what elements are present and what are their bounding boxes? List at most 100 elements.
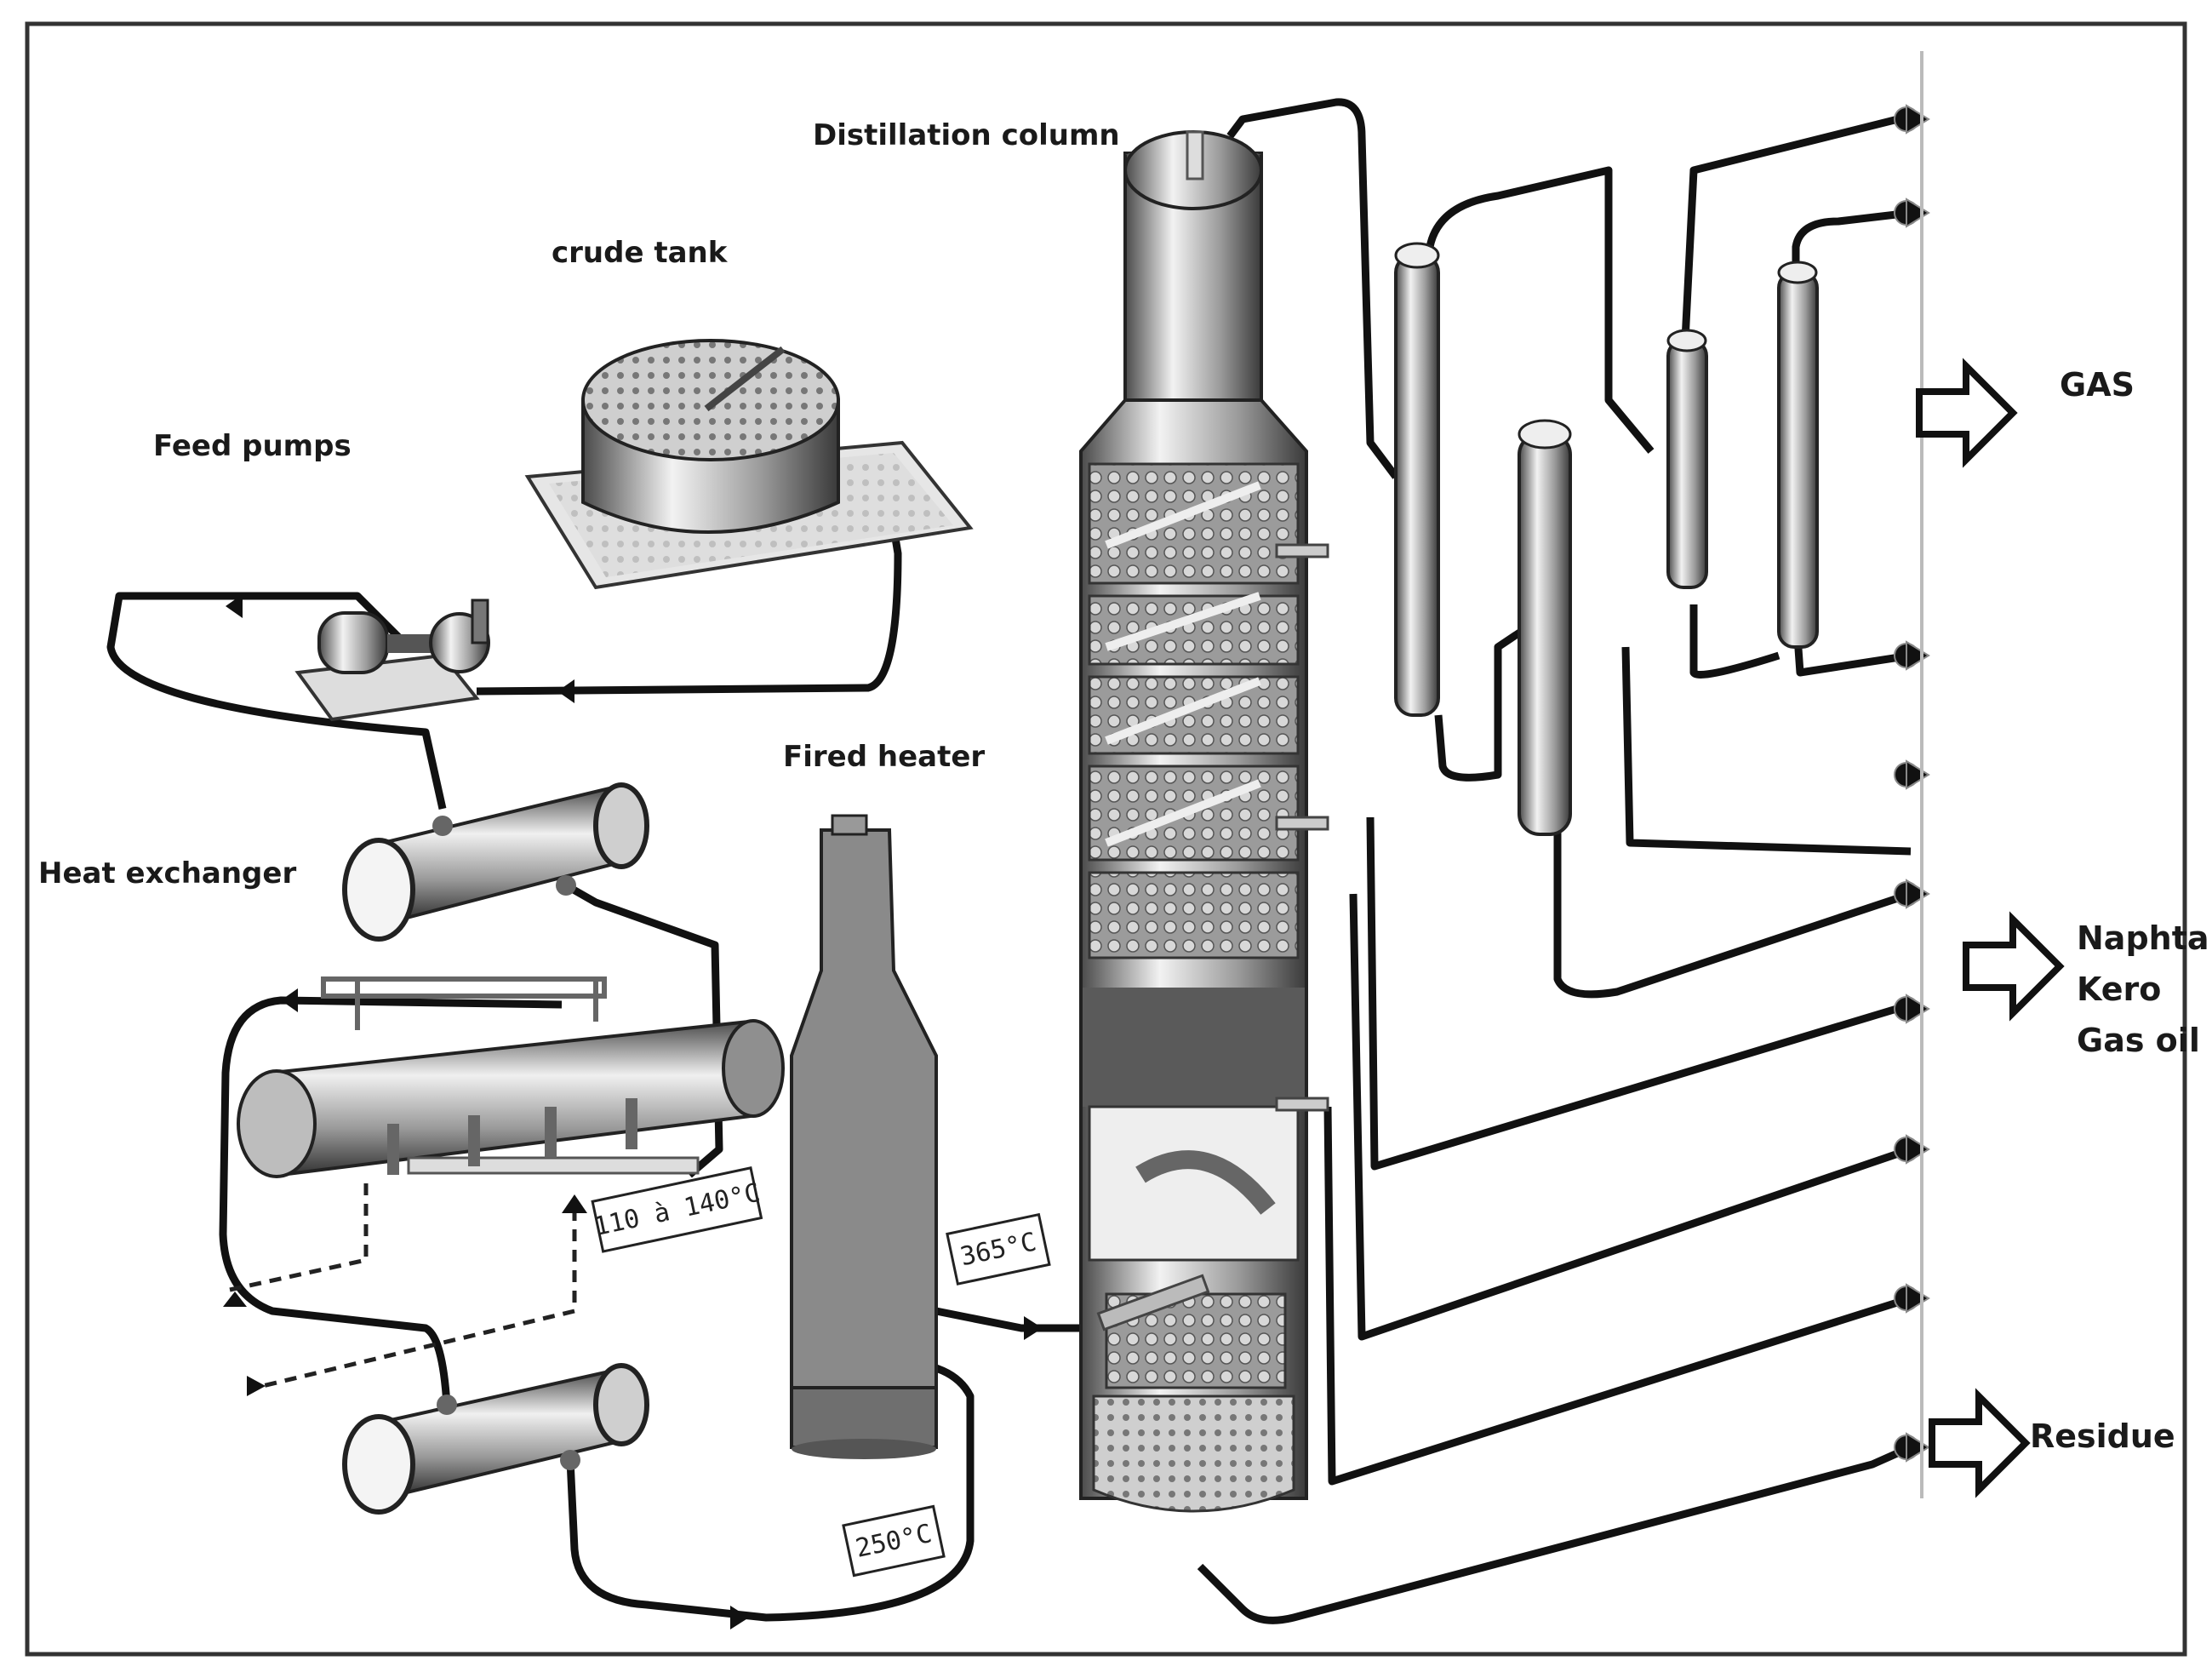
- feed-distributor: [1135, 1150, 1276, 1215]
- label-heat-exchanger: Heat exchanger: [38, 856, 296, 891]
- feed-pump: [294, 598, 490, 722]
- outlet-arrow: [1906, 104, 1930, 135]
- outlet-arrow: [1906, 198, 1930, 228]
- column-boot: [1092, 1395, 1295, 1513]
- flow-arrow: [247, 1376, 266, 1396]
- residue-arrow: [1929, 1388, 2031, 1498]
- tag-box-preheat: [591, 1166, 763, 1253]
- distillation-column: [1079, 130, 1329, 1513]
- tag-box-heater-outlet: [946, 1212, 1051, 1286]
- outlet-arrow: [1906, 1134, 1930, 1165]
- product-labels: GAS Naphta Kero Gas oil Residue: [2030, 366, 2209, 1455]
- product-arrows: [1916, 358, 2065, 1498]
- pipe-stripper-a: [1426, 166, 1655, 454]
- fired-heater: [790, 814, 938, 1459]
- exchanger2-head-right: [593, 1363, 649, 1446]
- flow-arrow: [557, 679, 574, 703]
- packing-bed-2: [1088, 594, 1300, 666]
- label-residue: Residue: [2030, 1417, 2175, 1455]
- pump-motor: [317, 611, 389, 674]
- heat-exchanger-1: [342, 782, 649, 942]
- desalter-end-cap: [722, 1019, 785, 1118]
- desalter-top-header: [321, 976, 607, 999]
- label-gas: GAS: [2060, 366, 2135, 404]
- pump-discharge-nozzle: [471, 598, 489, 644]
- pipe-overhead: [1226, 98, 1399, 479]
- pipe-tank-to-pump: [476, 527, 902, 696]
- stripper-1: [1394, 254, 1440, 717]
- pipe-sidedraw-1: [1434, 627, 1526, 782]
- side-strippers: [1394, 242, 1819, 836]
- stripper-4: [1777, 271, 1819, 649]
- heater-stack-cap: [831, 814, 868, 836]
- flow-arrow: [1024, 1316, 1043, 1340]
- label-fired-heater: Fired heater: [783, 740, 985, 774]
- flow-arrow: [223, 1291, 247, 1307]
- heat-exchanger-2: [342, 1363, 649, 1515]
- tank-roof-ladder: [704, 346, 786, 412]
- pipe-residue: [1197, 1443, 1912, 1624]
- stripper-3: [1666, 339, 1708, 589]
- pump-coupling: [387, 634, 438, 653]
- exchanger2-shell: [380, 1368, 632, 1497]
- side-draw-nozzle: [1275, 816, 1329, 831]
- middle-distillate-arrow: [1963, 911, 2065, 1022]
- label-feed-pumps: Feed pumps: [153, 429, 352, 463]
- exchanger1-head-right: [593, 782, 649, 869]
- label-crude-tank: crude tank: [552, 236, 729, 270]
- pipe-heater-to-column: [935, 1307, 1081, 1332]
- outlet-arrow: [1906, 640, 1930, 671]
- outlet-arrow: [1906, 879, 1930, 909]
- outlet-arrow: [1906, 994, 1930, 1024]
- utility-line-1: [229, 1183, 369, 1292]
- heater-body: [790, 828, 938, 1389]
- label-gas-oil: Gas oil: [2077, 1022, 2200, 1059]
- pipe-loop-left: [219, 996, 563, 1406]
- packing-bed-3: [1088, 675, 1300, 755]
- flow-arrow: [281, 988, 298, 1012]
- label-kero: Kero: [2077, 971, 2161, 1008]
- pipe-gas-2: [1792, 209, 1912, 272]
- feed-inlet-nozzle: [1096, 1274, 1210, 1332]
- flow-arrow: [730, 1606, 749, 1629]
- figure-frame: [25, 21, 2187, 1657]
- column-overhead-nozzle: [1186, 130, 1204, 180]
- utility-lines: [229, 1183, 577, 1390]
- pipe-product-8: [1323, 1106, 1912, 1486]
- label-distillation-column: Distillation column: [813, 118, 1120, 152]
- exchanger1-nozzle: [432, 816, 453, 836]
- pipe-stripper-b-bottom: [1689, 604, 1780, 679]
- column-feed-zone: [1088, 1105, 1300, 1262]
- desalter-shell: [270, 1019, 760, 1177]
- pipe-exchanger2-to-heater: [566, 1358, 975, 1622]
- tag-box-heater-inlet: [842, 1504, 946, 1578]
- gas-arrow: [1916, 358, 2018, 468]
- stripper-2: [1518, 432, 1572, 836]
- column-flash-zone: [1083, 988, 1305, 1107]
- utility-line-2: [254, 1209, 577, 1390]
- heater-base-shadow: [792, 1439, 936, 1459]
- desalter-bottom-header: [407, 1156, 700, 1175]
- exchanger1-head-left: [342, 838, 415, 942]
- outlet-arrows: [1894, 104, 1930, 1463]
- pipe-product-4: [1621, 646, 1912, 856]
- pipe-product-7: [1349, 893, 1912, 1341]
- outlet-arrow: [1906, 1432, 1930, 1463]
- exchanger2-nozzle: [437, 1395, 457, 1415]
- desalter-drum: [237, 976, 785, 1178]
- pipe-product-6: [1366, 816, 1912, 1171]
- side-draw-nozzle: [1275, 1097, 1329, 1112]
- pipe-pump-to-exchanger: [106, 592, 447, 810]
- outlet-arrow: [1906, 1283, 1930, 1314]
- pipe-product-5: [1553, 809, 1912, 999]
- exchanger2-head-left: [342, 1414, 415, 1515]
- pipe-exchanger1-down: [563, 882, 723, 1178]
- equipment-labels: Distillation column crude tank Feed pump…: [38, 118, 1120, 891]
- outlet-arrow: [1906, 759, 1930, 790]
- heater-firebox-base: [790, 1386, 938, 1449]
- flow-arrow: [226, 594, 243, 618]
- desalter-end-cap: [237, 1069, 317, 1178]
- crude-tank: [524, 339, 974, 590]
- side-draw-nozzle: [1275, 543, 1329, 558]
